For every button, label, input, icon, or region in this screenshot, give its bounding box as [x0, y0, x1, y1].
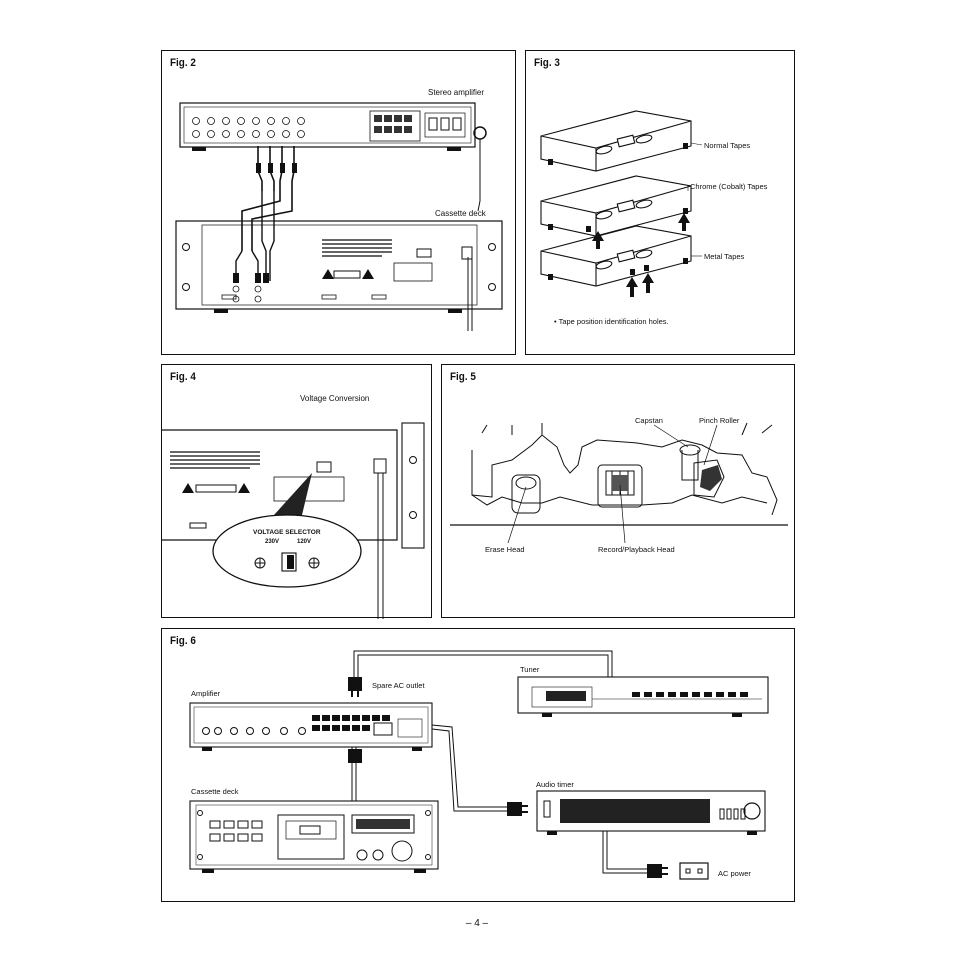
record-playback-head-label: Record/Playback Head: [598, 545, 675, 554]
stereo-amplifier-label: Stereo amplifier: [428, 88, 485, 97]
tape-holes-note: • Tape position identification holes.: [554, 317, 669, 326]
pinch-roller-label: Pinch Roller: [699, 416, 740, 425]
fig5-label: Fig. 5: [450, 371, 476, 383]
v230-label: 230V: [265, 539, 280, 545]
fig5-panel: Fig. 5 Capstan Pinch Roller Erase Head R…: [441, 364, 795, 618]
metal-tapes-label: Metal Tapes: [704, 252, 745, 261]
fig2-drawing: [175, 102, 503, 331]
erase-head-label: Erase Head: [485, 545, 525, 554]
fig3-label: Fig. 3: [534, 57, 560, 69]
fig5-drawing: [450, 422, 788, 544]
amplifier-label: Amplifier: [191, 689, 221, 698]
voltage-selector-title: VOLTAGE SELECTOR: [253, 529, 321, 536]
normal-tapes-label: Normal Tapes: [704, 141, 751, 150]
cassette-deck-label-fig6: Cassette deck: [191, 787, 239, 796]
ac-power-label: AC power: [718, 869, 751, 878]
voltage-conversion-title: Voltage Conversion: [300, 394, 370, 403]
fig4-panel: Fig. 4 Voltage Conversion VOLTAGE SELECT…: [161, 364, 432, 619]
fig6-panel: Fig. 6 Spare AC outlet Tuner Amplifier C…: [161, 628, 795, 902]
chrome-tapes-label: Chrome (Cobalt) Tapes: [690, 182, 768, 191]
fig2-panel: Fig. 2 Stereo amplifier Cassette deck: [161, 50, 516, 355]
cassette-deck-label: Cassette deck: [435, 209, 486, 218]
fig4-drawing: [162, 422, 425, 619]
fig6-label: Fig. 6: [170, 635, 196, 647]
tuner-label: Tuner: [520, 665, 540, 674]
fig2-label: Fig. 2: [170, 57, 196, 69]
v120-label: 120V: [297, 539, 312, 545]
fig6-drawing: [189, 650, 769, 880]
page-number: – 4 –: [465, 918, 489, 929]
audio-timer-label: Audio timer: [536, 780, 574, 789]
fig3-drawing: [540, 110, 703, 297]
capstan-label: Capstan: [635, 416, 663, 425]
spare-ac-outlet-label: Spare AC outlet: [372, 681, 425, 690]
fig4-label: Fig. 4: [170, 371, 196, 383]
fig3-panel: Fig. 3 Normal Tapes Chrome (Cobalt) Tape…: [525, 50, 795, 355]
